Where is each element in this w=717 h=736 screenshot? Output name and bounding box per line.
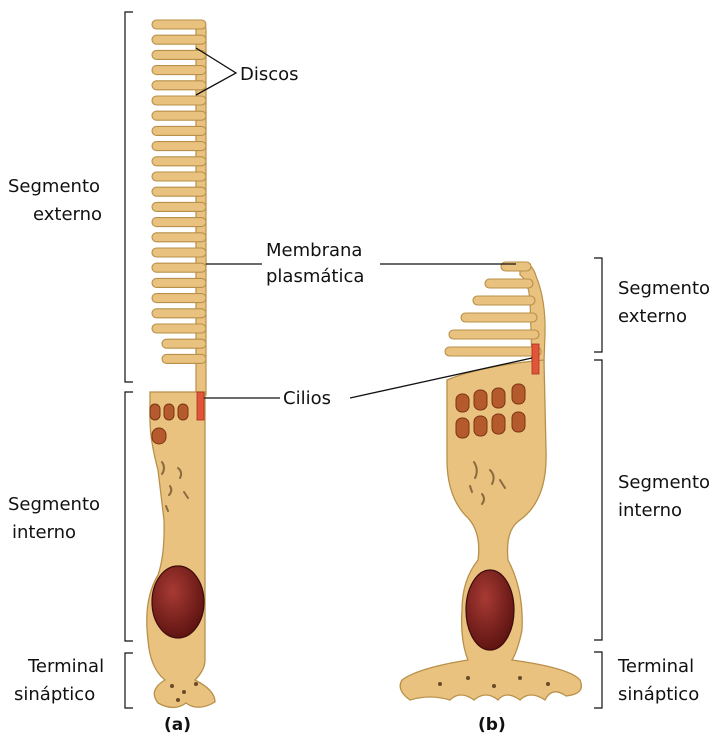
cone-outer-label-line1: Segmento (618, 278, 710, 299)
cone-outer-segment (445, 262, 545, 362)
cone-disc (445, 347, 541, 356)
caption-b: (b) (478, 715, 506, 735)
rod-inner-label-line1: Segmento (8, 494, 100, 515)
rod-terminal-bracket (125, 653, 133, 708)
cone-disc (461, 313, 537, 322)
cone-terminal-label-line1: Terminal (617, 656, 694, 677)
rod-outer-label-line1: Segmento (8, 176, 100, 197)
rod-disc (152, 309, 206, 318)
caption-a: (a) (164, 715, 191, 735)
cilios-label: Cilios (283, 388, 331, 409)
rod-outer-bracket (125, 12, 133, 382)
rod-nucleus (152, 566, 204, 638)
rod-disc (152, 263, 206, 272)
cone-disc (449, 330, 539, 339)
discos-label: Discos (240, 64, 299, 85)
rod-outer-label-line2: externo (33, 204, 102, 225)
rod-cell (147, 20, 215, 708)
rod-disc (152, 81, 206, 90)
rod-cilium (197, 392, 204, 420)
membrana-label-line1: Membrana (266, 240, 362, 261)
rod-disc (152, 172, 206, 181)
cone-nucleus (466, 570, 514, 650)
cone-cilium (532, 344, 539, 374)
rod-disc (152, 35, 206, 44)
rod-disc (152, 294, 206, 303)
rod-inner-label-line2: interno (12, 522, 76, 543)
cone-brackets (594, 258, 602, 708)
rod-terminal-label-line1: Terminal (27, 656, 104, 677)
rod-disc (152, 187, 206, 196)
rod-discs (152, 20, 206, 363)
cone-terminal-bracket (594, 652, 602, 708)
rod-disc (162, 339, 206, 348)
rod-disc (152, 50, 206, 59)
rod-disc (152, 202, 206, 211)
cone-cell (400, 262, 581, 700)
rod-inner-bracket (125, 392, 133, 641)
rod-disc (162, 354, 206, 363)
rod-disc (152, 66, 206, 75)
rod-disc (152, 20, 206, 29)
cone-outer-label-line2: externo (618, 306, 687, 327)
rod-disc (152, 126, 206, 135)
rod-disc (152, 142, 206, 151)
cone-terminal-label-line2: sináptico (618, 684, 699, 705)
rod-disc (152, 233, 206, 242)
rod-disc (152, 157, 206, 166)
membrana-label-line2: plasmática (266, 266, 364, 287)
rod-disc (152, 248, 206, 257)
cone-outer-bracket (594, 258, 602, 352)
rod-outer-segment (152, 20, 206, 395)
rod-disc (152, 111, 206, 120)
cone-inner-bracket (594, 360, 602, 640)
rod-disc (152, 324, 206, 333)
cone-disc (473, 296, 535, 305)
cone-inner-label-line1: Segmento (618, 472, 710, 493)
leader-lines (196, 48, 532, 398)
rod-disc (152, 218, 206, 227)
rod-terminal-label-line2: sináptico (14, 684, 95, 705)
rod-brackets (125, 12, 133, 708)
rod-disc (152, 278, 206, 287)
cone-inner-label-line2: interno (618, 500, 682, 521)
cone-disc (485, 279, 533, 288)
rod-disc (152, 96, 206, 105)
